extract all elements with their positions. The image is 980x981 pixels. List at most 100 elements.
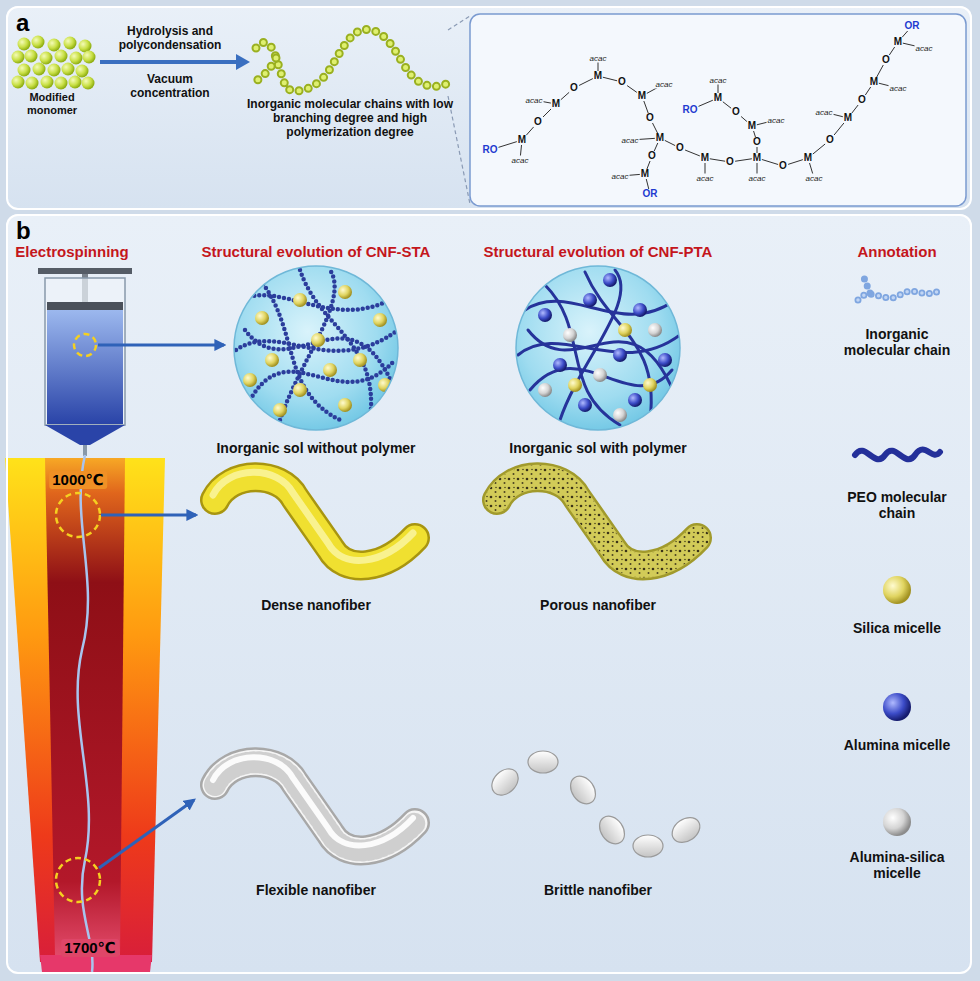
atom-symbol: O [825, 135, 835, 145]
atom-symbol: O [645, 113, 655, 123]
monomer-cluster-part [33, 63, 46, 76]
atom-symbol: M [700, 153, 710, 163]
atom-symbol: M [843, 113, 853, 123]
chemical-bonds-part [490, 26, 912, 166]
brittle-fragments-part [487, 764, 524, 801]
legend-text: Alumina micelle [832, 737, 962, 753]
legend-alumina-icon [883, 693, 911, 721]
legend-alumina-silica-icon [883, 808, 911, 836]
atom-symbol: O [675, 143, 685, 153]
sol-with-polymer-part-part-part [538, 308, 552, 322]
caption: Hydrolysis and polycondensation [109, 24, 231, 52]
syringe-part [83, 445, 87, 456]
sol-with-polymer-part-part-part [618, 323, 632, 337]
atom-symbol: O [617, 77, 627, 87]
sol-with-polymer-part-part-part [628, 393, 642, 407]
ligand-label: acac [525, 96, 544, 105]
atom-symbol: O [725, 157, 735, 167]
atom-symbol: M [637, 91, 647, 101]
chemical-bonds-part [645, 138, 660, 194]
step-arrow-part [101, 514, 196, 517]
porous-fiber-part [497, 477, 697, 565]
sol-without-polymer-part-part [236, 330, 398, 351]
sol-without-polymer-part-part [243, 373, 257, 387]
monomer-cluster-part [83, 51, 96, 64]
legend-peo-icon [855, 450, 940, 460]
sol-with-polymer-part-part-part [658, 353, 672, 367]
brittle-fragments-part [633, 835, 663, 857]
caption: Flexible nanofiber [256, 882, 376, 898]
end-group: RO [482, 145, 499, 155]
step-arrow-part [98, 344, 224, 347]
monomer-cluster-part [55, 77, 68, 90]
monomer-cluster-part [12, 51, 25, 64]
ligand-label: acac [589, 54, 608, 63]
legend-silica-icon [883, 576, 911, 604]
brittle-fragments-part [667, 812, 704, 847]
sol-without-polymer-part-part [338, 285, 352, 299]
brittle-fragments [487, 751, 705, 857]
monomer-cluster-part [64, 37, 77, 50]
panel-ground [6, 214, 972, 974]
monomer-cluster-part [76, 65, 89, 78]
atom-symbol: O [647, 151, 657, 161]
caption: Modified monomer [6, 91, 98, 117]
ligand-label: acac [748, 174, 767, 183]
sol-with-polymer-part-part-part [563, 328, 577, 342]
ligand-label: acac [696, 174, 715, 183]
process-arrow-part [236, 54, 250, 70]
zoom-circle [56, 334, 100, 902]
ligand-label: acac [805, 174, 824, 183]
syringe-part [47, 302, 123, 310]
sol-with-polymer-part-part-part [613, 348, 627, 362]
furnace-part [40, 955, 152, 972]
monomer-cluster-part [40, 52, 53, 65]
porous-fiber-part [497, 477, 697, 565]
sol-without-polymer-part [243, 285, 392, 417]
ligand-label: acac [709, 76, 728, 85]
sol-without-polymer-part [234, 266, 398, 430]
caption: Brittle nanofiber [544, 882, 652, 898]
atom-symbol: M [517, 135, 527, 145]
flexible-fiber [213, 757, 415, 850]
monomer-cluster-part [48, 39, 61, 52]
bead-chain-part [254, 58, 276, 82]
monomer-cluster-part [70, 52, 83, 65]
furnace-part [45, 458, 125, 956]
legend-text: Alumina-silica micelle [832, 849, 962, 881]
monomer-cluster-part [55, 50, 68, 63]
sol-without-polymer-part-part [338, 398, 352, 412]
sol-with-polymer-part-part-part [613, 408, 627, 422]
sol-without-polymer-part-part [273, 403, 287, 417]
sol-with-polymer-part [516, 266, 680, 430]
dense-fiber-part [213, 472, 413, 560]
ligand-label: acac [815, 108, 834, 117]
ligand-label: acac [655, 80, 674, 89]
porous-fiber [497, 477, 697, 565]
sol-with-polymer-part [538, 273, 672, 422]
sol-with-polymer-part-part-part [643, 378, 657, 392]
atom-symbol: O [881, 55, 891, 65]
monomer-cluster-part [18, 64, 31, 77]
bead-chain [254, 29, 446, 90]
sol-with-polymer [516, 266, 680, 430]
sol-with-polymer-part-part-part [578, 398, 592, 412]
flexible-fiber-part [213, 757, 413, 845]
sol-with-polymer-part-part-part [568, 378, 582, 392]
zoom-lines-part [448, 96, 470, 204]
atom-symbol: M [655, 133, 665, 143]
sol-without-polymer-part-part [323, 363, 337, 377]
sol-without-polymer [234, 266, 398, 430]
atom-symbol: M [713, 93, 723, 103]
monomer-cluster-part [62, 63, 75, 76]
ligand-label: acac [915, 44, 934, 53]
legend-text: PEO molecular chain [832, 489, 962, 521]
legend-text: Inorganic molecular chain [832, 326, 962, 358]
column-header: Structural evolution of CNF-PTA [484, 243, 713, 261]
syringe-part [45, 278, 125, 425]
panel-frame: b [6, 214, 972, 974]
sol-with-polymer-part-part-part [593, 368, 607, 382]
monomer-cluster [12, 36, 96, 90]
sol-with-polymer-part [516, 266, 680, 430]
